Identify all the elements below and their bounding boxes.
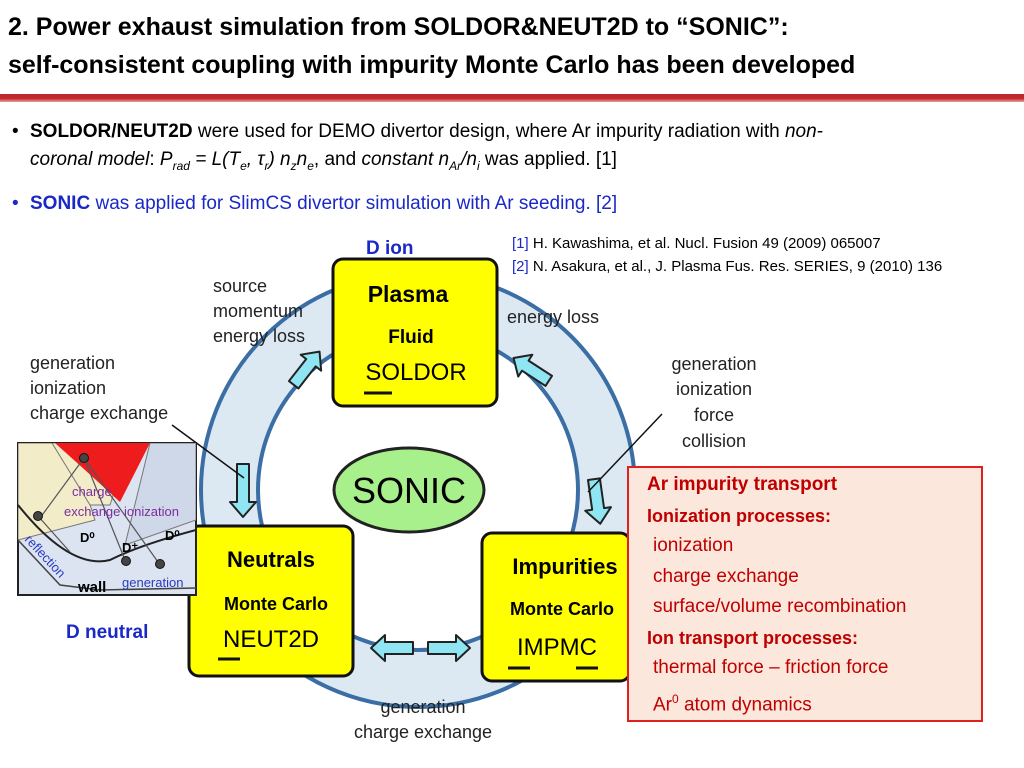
bullet-1-italic-1: non-	[784, 121, 824, 142]
bullet-1-text-4: was applied. [1]	[479, 149, 617, 170]
title-line-1: 2. Power exhaust simulation from SOLDOR&…	[8, 13, 789, 41]
bullet-1-text-3: , and	[313, 149, 362, 170]
pointer-left	[171, 424, 245, 479]
bullet-2-text: was applied for SlimCS divertor simulati…	[90, 193, 618, 214]
impurities-title: Impurities	[512, 554, 617, 579]
neutrals-box: Neutrals Monte Carlo NEUT2D	[187, 524, 355, 678]
ionization-right-label: ionization	[676, 379, 752, 399]
arrow-impurities-to-plasma	[512, 353, 554, 387]
title-rule	[0, 94, 1024, 102]
ionization-processes-heading: Ionization processes:	[647, 505, 832, 526]
reference-1-text: H. Kawashima, et al. Nucl. Fusion 49 (20…	[528, 235, 881, 252]
charge-exchange-bottom-label: charge exchange	[354, 722, 492, 742]
bullet-1-italic-2: coronal model	[30, 149, 150, 170]
plasma-sub: Fluid	[388, 327, 433, 348]
inset-d0-left: D⁰	[80, 530, 95, 545]
pointer-right	[587, 413, 663, 493]
bullet-soldor-neut2d: • SOLDOR/NEUT2D were used for DEMO divert…	[12, 118, 1017, 180]
plasma-code: SOLDOR	[365, 359, 466, 386]
references: [1] H. Kawashima, et al. Nucl. Fusion 49…	[512, 232, 942, 278]
generation-bottom-label: generation	[380, 697, 465, 717]
arrow-impurities-to-neutrals	[370, 634, 414, 662]
energy-loss-right-label: energy loss	[507, 307, 599, 327]
reference-2-tag: [2]	[512, 258, 529, 275]
plasma-title: Plasma	[368, 281, 449, 307]
ar0-atom-dynamics-item: Ar0 atom dynamics	[647, 684, 981, 721]
arrow-neutrals-to-plasma	[287, 350, 323, 390]
energy-loss-left-label: energy loss	[213, 326, 305, 346]
ar-impurity-transport-box: Ar impurity transport Ionization process…	[627, 466, 983, 722]
inset-generation: generation	[122, 575, 183, 590]
generation-left-label: generation	[30, 353, 115, 373]
particle-icon	[155, 559, 165, 569]
recombination-item: surface/volume recombination	[653, 596, 907, 617]
ionization-item: ionization	[653, 535, 734, 556]
charge-exchange-item: charge exchange	[653, 565, 799, 587]
ar-text: Ar	[653, 693, 672, 715]
collision-label: collision	[682, 431, 746, 451]
bullet-1-text-1: were used for DEMO divertor design, wher…	[192, 121, 785, 142]
divertor-inset: charge exchange ionization D⁰ D⁺ D⁰ refl…	[17, 442, 197, 596]
bullet-1-continuation: coronal model: Prad = L(Te, τr) nzne, an…	[12, 146, 1017, 180]
momentum-label: momentum	[213, 301, 303, 321]
inset-d0-right: D⁰	[165, 528, 180, 543]
neutrals-sub: Monte Carlo	[224, 594, 328, 614]
bullet-1-text-2: :	[149, 149, 160, 170]
inset-wall: wall	[77, 579, 106, 596]
reference-1-tag: [1]	[512, 235, 529, 252]
ion-transport-processes-heading: Ion transport processes:	[647, 627, 859, 648]
inset-charge: charge	[72, 484, 112, 499]
prad-formula: Prad = L(Te, τr) nzne	[159, 149, 314, 173]
inset-d-plus: D⁺	[122, 540, 138, 555]
neutrals-code: NEUT2D	[223, 626, 319, 653]
sonic-core	[332, 446, 486, 534]
bullet-1-bold: SOLDOR/NEUT2D	[30, 121, 193, 142]
bullet-2-bold: SONIC	[30, 193, 91, 214]
neutrals-title: Neutrals	[227, 547, 315, 572]
title-line-2: self-consistent coupling with impurity M…	[8, 51, 856, 79]
ratio-formula: constant nAr/ni	[361, 149, 480, 173]
inset-exchange-ionization: exchange ionization	[64, 504, 179, 519]
bullet-sonic: • SONIC was applied for SlimCS divertor s…	[12, 190, 1017, 218]
particle-icon	[33, 511, 43, 521]
charge-exchange-left-label: charge exchange	[30, 403, 168, 423]
d-neutral-label: D neutral	[66, 622, 148, 643]
sonic-label: SONIC	[352, 470, 466, 511]
ionization-left-label: ionization	[30, 378, 106, 398]
thermal-force-item: thermal force – friction force	[653, 657, 889, 678]
arrow-plasma-to-impurities	[584, 477, 612, 525]
source-label: source	[213, 276, 267, 296]
atom-dynamics-text: atom dynamics	[678, 693, 812, 715]
particle-icon	[79, 453, 89, 463]
reference-2-text: N. Asakura, et al., J. Plasma Fus. Res. …	[528, 258, 943, 275]
bullet-dot: •	[12, 193, 19, 214]
particle-icon	[121, 556, 131, 566]
generation-right-label: generation	[671, 354, 756, 374]
ar-superscript: 0	[672, 691, 679, 706]
force-label: force	[694, 405, 734, 425]
arrow-plasma-to-neutrals	[229, 463, 257, 518]
hot-plasma-region	[55, 443, 150, 502]
impurities-code: IMPMC	[517, 634, 597, 661]
impurities-box: Impurities Monte Carlo IMPMC	[480, 531, 632, 683]
reference-2: [2] N. Asakura, et al., J. Plasma Fus. R…	[512, 255, 942, 278]
d-ion-label: D ion	[366, 238, 414, 259]
impurities-sub: Monte Carlo	[510, 599, 614, 619]
slide-title: 2. Power exhaust simulation from SOLDOR&…	[8, 8, 1018, 84]
reference-1: [1] H. Kawashima, et al. Nucl. Fusion 49…	[512, 232, 942, 255]
ar-box-heading: Ar impurity transport	[647, 474, 838, 495]
arrow-neutrals-to-impurities	[427, 634, 471, 662]
bullet-dot: •	[12, 121, 19, 142]
plasma-box: Plasma Fluid SOLDOR	[331, 257, 499, 408]
